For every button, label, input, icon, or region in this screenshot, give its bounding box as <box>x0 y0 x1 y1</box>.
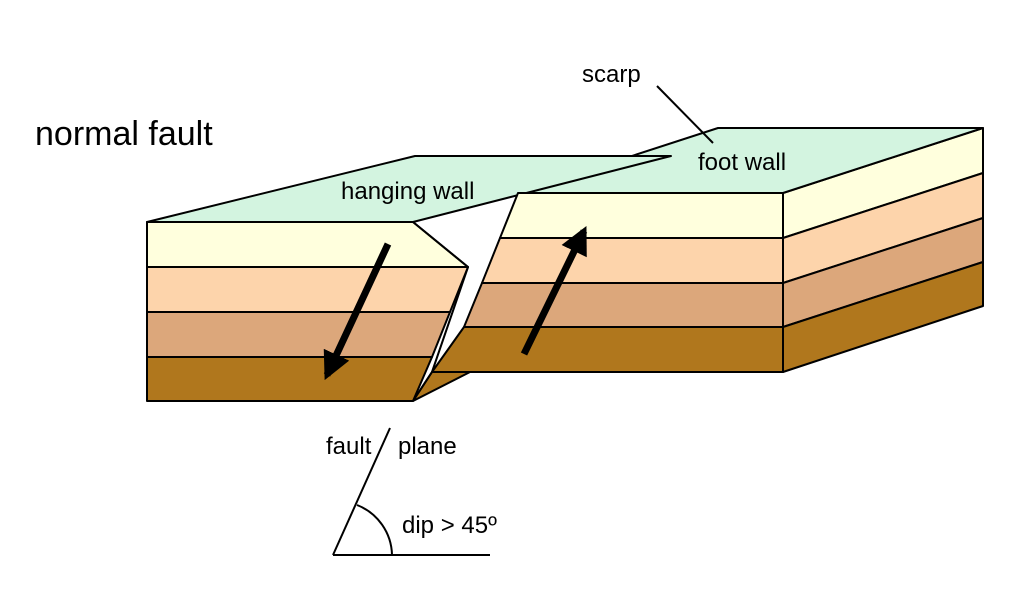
scarp-label: scarp <box>582 61 641 88</box>
fault-label: fault <box>326 433 372 460</box>
hanging-wall-label: hanging wall <box>341 178 474 205</box>
foot-wall-up-arrow <box>520 225 588 356</box>
foot-wall-front <box>431 192 784 373</box>
foot-wall-side-face <box>782 127 984 373</box>
foot-wall-label: foot wall <box>698 149 786 176</box>
dip-angle-arc <box>356 504 393 556</box>
fault-plane-line <box>332 427 391 556</box>
scarp-edge <box>412 221 469 402</box>
dip-label: dip > 45º <box>402 512 497 539</box>
scarp-leader-line <box>656 85 714 144</box>
plane-label: plane <box>398 433 457 460</box>
diagram-title: normal fault <box>35 115 213 153</box>
hanging-wall-down-arrow <box>323 242 392 381</box>
hanging-wall-front <box>146 221 469 402</box>
